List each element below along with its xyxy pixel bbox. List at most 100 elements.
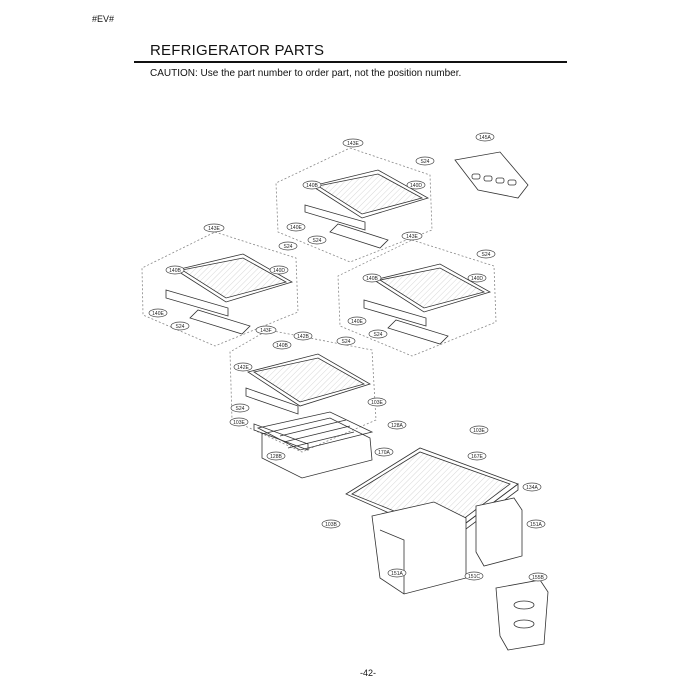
callout-right-shelf-rail: 140E [351,319,363,325]
callout-top-shelf-screw-b: S24 [313,238,322,244]
callout-crisper-screw-top: 103E [473,428,485,434]
top-shelf-support [329,223,389,249]
callout-bubble [401,231,423,241]
callout-top-shelf-screw: S24 [421,159,430,165]
drawer-handle [253,423,309,451]
callout-bubble [255,325,277,335]
callout-rack: 145A [479,135,491,141]
callout-left-shelf-screw-b: S24 [176,324,185,330]
callout-right-shelf-screw-b: S24 [374,332,383,338]
callout-bubble [469,425,489,435]
top-shelf-boundary [275,147,433,263]
left-shelf-glass [180,257,288,299]
callout-bubble [528,572,548,582]
drawer-shelf-frame [247,353,371,407]
right-shelf-frame [372,263,492,313]
drawer-tray [256,411,374,451]
callout-bubble [229,417,249,427]
crisper-bin-right [475,497,523,567]
callout-bubble [476,249,496,259]
callout-bubble [526,519,546,529]
callout-bubble [415,156,435,166]
right-shelf-boundary [337,239,497,357]
callout-bubble [302,180,322,190]
callout-bubble [230,403,250,413]
callout-top-shelf-rail: 140E [290,225,302,231]
callout-top-shelf-glass: 140B [306,183,318,189]
callout-bubble [203,223,225,233]
callout-drawer-shelf-glass: 140B [276,343,288,349]
callout-drawer-shelf-frame: 143F [260,328,271,334]
callout-drawer-shelf-screw: S24 [342,339,351,345]
callout-bubble [367,397,387,407]
callout-bubble [406,180,426,190]
left-shelf-rail [165,289,229,317]
left-shelf-support [189,309,251,335]
callout-right-shelf-bracket: 140D [471,276,483,282]
crisper-bin-left [371,501,467,595]
callout-bubble [467,451,487,461]
callout-bubble [170,321,190,331]
callout-bubble [307,235,327,245]
callout-bubble [374,447,394,457]
callout-right-shelf-glass: 140B [366,276,378,282]
crisper-assembly [345,447,549,651]
callout-top-shelf-frame: 143E [347,141,359,147]
drawer-shelf-assembly [229,329,377,479]
callout-crisper-cover: 167E [471,454,483,460]
callout-drawer-rail-a: 103E [233,420,245,426]
top-shelf-rail [304,204,366,231]
corner-tag: #EV# [92,14,115,24]
callout-drawer-shelf-glass-top: 142B [297,334,309,340]
callout-bubble [362,273,382,283]
callout-drawer-handle: 128A [391,423,403,429]
page-title: REFRIGERATOR PARTS [150,42,325,59]
right-shelf-support [387,319,449,345]
callout-crisper-plate: 155B [532,575,544,581]
crisper-plate [495,579,549,651]
callout-bubble [467,273,487,283]
callout-bubble [368,329,388,339]
callout-bubble [272,340,292,350]
title-rule [134,61,567,63]
top-shelf-frame [310,169,430,219]
callout-drawer-shelf-cover: 142E [237,365,249,371]
callout-bubble [342,138,364,148]
callout-bubble [522,482,542,492]
callout-left-shelf-frame: 143E [208,226,220,232]
top-shelf-assembly [275,147,433,263]
callout-bubble [286,222,306,232]
callout-drawer-shelf-screw-b: S24 [236,406,245,412]
left-shelf-frame [174,253,294,303]
rack-145a [454,151,529,199]
drawer-shelf-cover [245,387,299,415]
callout-bubble [387,420,407,430]
caution-note: CAUTION: Use the part number to order pa… [150,68,462,79]
right-shelf-assembly [337,239,497,357]
page-number: -42- [360,668,377,678]
callout-bubble [266,451,286,461]
callout-drawer-tray: 170A [378,450,390,456]
callout-left-shelf-screw: S24 [284,244,293,250]
callout-bubble [475,132,495,142]
callout-crisper-bin-left: 151A [391,571,403,577]
callout-left-shelf-glass: 140B [169,268,181,274]
callout-bubble [269,265,289,275]
callout-drawer: 128B [270,454,282,460]
callout-bubble [233,362,253,372]
callout-left-shelf-bracket: 140D [273,268,285,274]
right-shelf-rail [363,299,427,327]
callout-bubble [293,331,313,341]
left-shelf-boundary [141,231,299,347]
callout-bubble [321,519,341,529]
callout-bubble [148,308,168,318]
left-shelf-assembly [141,231,299,347]
callout-top-shelf-bracket: 140D [410,183,422,189]
callout-right-shelf-screw: S24 [482,252,491,258]
callout-left-shelf-rail: 140E [152,311,164,317]
drawer-shelf-glass [252,357,366,403]
callout-drawer-rail-b: 103E [371,400,383,406]
callout-crisper-screw-left: 103B [325,522,337,528]
drawer-shelf-boundary [229,329,377,453]
